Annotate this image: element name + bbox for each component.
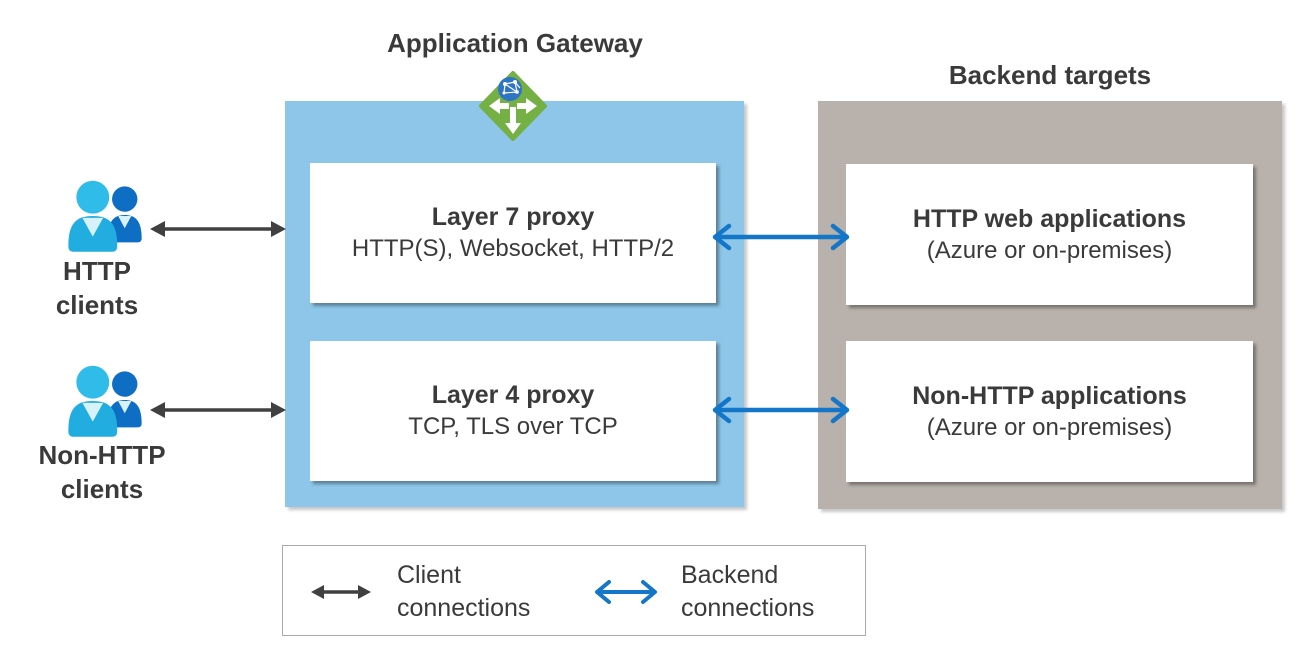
gateway-right-arrow	[517, 98, 537, 114]
users-icon	[68, 180, 142, 252]
client-connection-arrow-non-http	[150, 402, 286, 418]
layer4-proxy-card: Layer 4 proxy TCP, TLS over TCP	[310, 341, 716, 481]
application-gateway-title: Application Gateway	[387, 28, 643, 58]
legend-box: Client connections Backend connections	[282, 545, 866, 636]
legend-backend-connections-label: Backend connections	[681, 561, 815, 622]
layer4-proxy-protocols: TCP, TLS over TCP	[408, 413, 618, 440]
back-person	[107, 186, 142, 243]
non-http-applications-card: Non-HTTP applications (Azure or on-premi…	[846, 341, 1253, 482]
layer7-proxy-card: Layer 7 proxy HTTP(S), Websocket, HTTP/2	[310, 163, 716, 303]
gateway-down-arrow	[505, 107, 521, 134]
client-connection-arrow-http	[150, 221, 286, 237]
front-person	[68, 365, 118, 437]
front-person	[68, 180, 118, 252]
layer7-proxy-protocols: HTTP(S), Websocket, HTTP/2	[351, 235, 675, 262]
layer7-proxy-title: Layer 7 proxy	[431, 203, 595, 231]
blue-double-arrow-icon	[595, 580, 657, 604]
non-http-applications-subtitle: (Azure or on-premises)	[926, 413, 1173, 441]
backend-connection-arrow-non-http	[712, 396, 850, 424]
users-icon	[68, 365, 142, 437]
gateway-left-arrow	[489, 98, 509, 114]
non-http-clients-label: Non-HTTP clients	[38, 440, 166, 504]
layer4-proxy-title: Layer 4 proxy	[431, 381, 595, 409]
http-web-applications-title: HTTP web applications	[912, 204, 1187, 233]
application-gateway-icon	[479, 71, 547, 141]
backend-connection-arrow-http	[712, 223, 850, 251]
backend-targets-title: Backend targets	[948, 60, 1152, 90]
legend-client-connections-label: Client connections	[397, 561, 531, 622]
black-double-arrow-icon	[311, 585, 371, 599]
http-web-applications-card: HTTP web applications (Azure or on-premi…	[846, 164, 1253, 305]
http-clients-label: HTTP clients	[55, 256, 139, 320]
http-web-applications-subtitle: (Azure or on-premises)	[926, 236, 1173, 264]
non-http-applications-title: Non-HTTP applications	[912, 381, 1187, 410]
globe-icon	[498, 77, 522, 101]
